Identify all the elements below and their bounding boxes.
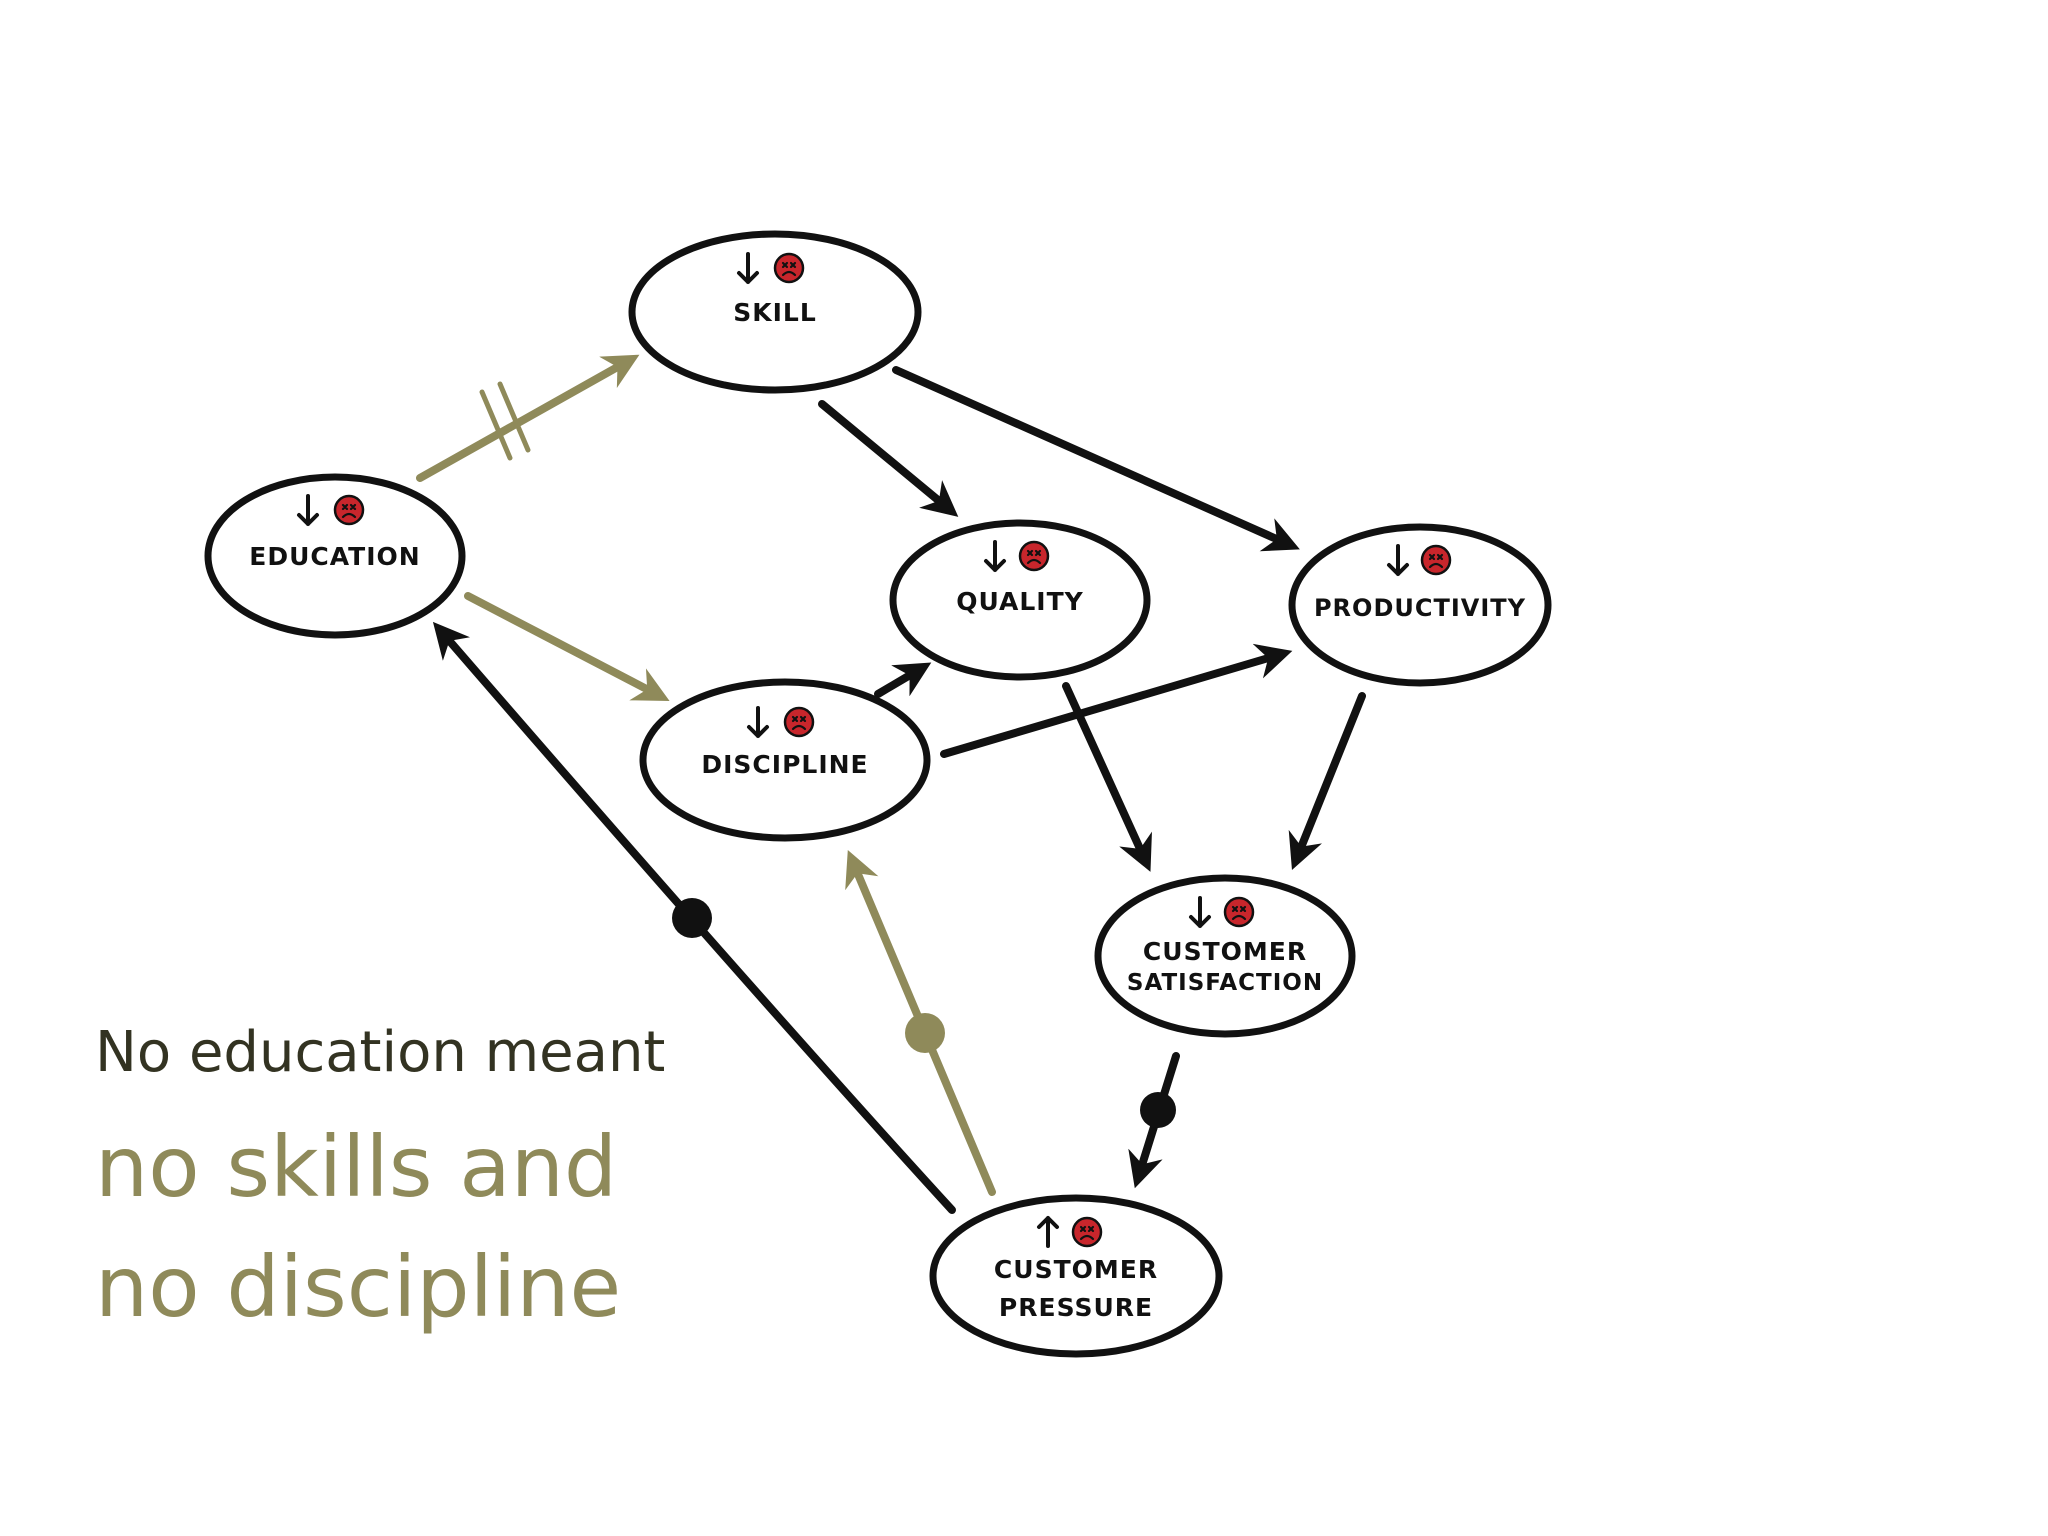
node-customer-satisfaction: CUSTOMER SATISFACTION [1094, 874, 1356, 1038]
node-quality: QUALITY [889, 519, 1151, 681]
frown-icon [783, 706, 815, 738]
edge-dot-marker [905, 1013, 945, 1053]
node-discipline: DISCIPLINE [639, 678, 931, 842]
node-label: SKILL [733, 298, 817, 327]
edge-dot-marker [672, 898, 712, 938]
node-label: EDUCATION [249, 542, 420, 571]
frown-icon [1071, 1216, 1103, 1248]
node-ellipse [1288, 523, 1552, 687]
node-label: QUALITY [956, 587, 1084, 616]
node-ellipse [204, 473, 466, 639]
node-ellipse [889, 519, 1151, 681]
edge-productivity-to-customer-satisfaction [1288, 692, 1366, 871]
edge-quality-to-customer-satisfaction [1062, 682, 1152, 872]
node-label: PRODUCTIVITY [1314, 594, 1526, 622]
edge-dot-marker [1140, 1092, 1176, 1128]
down-arrow-icon [747, 706, 769, 738]
node-ellipse [628, 230, 922, 394]
down-arrow-icon [1387, 544, 1409, 576]
delay-mark-icon [479, 389, 513, 461]
node-ellipse [929, 1194, 1223, 1358]
caption-highlight-line-1: no skills and [95, 1118, 618, 1216]
edge-education-to-skill [416, 354, 640, 482]
caption-intro: No education meant [95, 1020, 666, 1085]
caption-highlight-line-2: no discipline [95, 1238, 622, 1336]
down-arrow-icon [1189, 896, 1211, 928]
frown-icon [1420, 544, 1452, 576]
node-customer-pressure: CUSTOMER PRESSURE [929, 1194, 1223, 1358]
edge-skill-to-productivity [892, 366, 1300, 552]
node-skill: SKILL [628, 230, 922, 394]
edge-discipline-to-quality [874, 662, 932, 698]
node-productivity: PRODUCTIVITY [1288, 523, 1552, 687]
edge-customer-pressure-to-education [432, 621, 956, 1214]
node-label: CUSTOMER [994, 1255, 1158, 1284]
frown-icon [773, 252, 805, 284]
frown-icon [1223, 896, 1255, 928]
node-ellipse [639, 678, 931, 842]
edge-education-to-discipline [464, 592, 670, 701]
node-ellipse [1094, 874, 1356, 1038]
edge-discipline-to-productivity [940, 643, 1293, 758]
delay-mark-icon [497, 381, 531, 453]
node-label: CUSTOMER [1143, 937, 1307, 966]
down-arrow-icon [984, 540, 1006, 572]
edges [416, 354, 1366, 1214]
node-label: SATISFACTION [1127, 970, 1323, 996]
node-label: PRESSURE [999, 1293, 1153, 1322]
down-arrow-icon [737, 252, 759, 284]
down-arrow-icon [297, 494, 319, 526]
frown-icon [1018, 540, 1050, 572]
edge-skill-to-quality [818, 400, 959, 517]
frown-icon [333, 494, 365, 526]
node-education: EDUCATION [204, 473, 466, 639]
node-label: DISCIPLINE [701, 750, 868, 779]
up-arrow-icon [1037, 1216, 1059, 1248]
